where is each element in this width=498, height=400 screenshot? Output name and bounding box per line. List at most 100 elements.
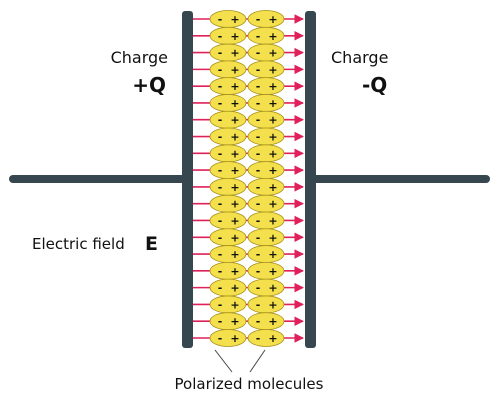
molecule-body bbox=[209, 127, 247, 146]
polarized-molecule: -+ bbox=[209, 228, 247, 247]
left-plate bbox=[182, 11, 193, 348]
negative-pole-sign: - bbox=[218, 265, 223, 278]
molecule-body bbox=[209, 161, 247, 180]
negative-pole-sign: - bbox=[256, 13, 261, 26]
negative-pole-sign: - bbox=[256, 114, 261, 127]
polarized-molecule: -+ bbox=[247, 10, 285, 28]
molecule-body bbox=[209, 228, 247, 247]
positive-pole-sign: + bbox=[230, 298, 239, 311]
molecule-body bbox=[247, 312, 285, 331]
polarized-molecule: -+ bbox=[247, 295, 285, 314]
molecule-body bbox=[247, 211, 285, 230]
positive-pole-sign: + bbox=[268, 164, 277, 177]
molecule-body bbox=[247, 127, 285, 146]
negative-pole-sign: - bbox=[218, 97, 223, 110]
molecule-body bbox=[247, 77, 285, 96]
molecule-body bbox=[209, 43, 247, 62]
polarized-molecule: -+ bbox=[247, 110, 285, 129]
positive-pole-sign: + bbox=[268, 214, 277, 227]
polarized-molecule: -+ bbox=[209, 312, 247, 331]
molecule-body bbox=[247, 295, 285, 314]
negative-pole-sign: - bbox=[256, 30, 261, 43]
negative-pole-sign: - bbox=[256, 63, 261, 76]
caption-pointer-right bbox=[249, 349, 266, 373]
molecule-body bbox=[209, 211, 247, 230]
positive-pole-sign: + bbox=[230, 315, 239, 328]
negative-pole-sign: - bbox=[256, 315, 261, 328]
molecule-body bbox=[247, 261, 285, 280]
positive-pole-sign: + bbox=[230, 214, 239, 227]
right-charge-label: Charge bbox=[331, 48, 388, 67]
polarized-molecule: -+ bbox=[209, 94, 247, 112]
polarized-molecule: -+ bbox=[209, 10, 247, 28]
positive-pole-sign: + bbox=[268, 131, 277, 144]
polarized-molecule: -+ bbox=[209, 110, 247, 129]
molecule-body bbox=[247, 60, 285, 79]
negative-pole-sign: - bbox=[218, 198, 223, 211]
negative-pole-sign: - bbox=[256, 147, 261, 160]
positive-pole-sign: + bbox=[230, 282, 239, 295]
positive-pole-sign: + bbox=[268, 181, 277, 194]
negative-pole-sign: - bbox=[256, 181, 261, 194]
positive-pole-sign: + bbox=[230, 265, 239, 278]
polarized-molecule: -+ bbox=[247, 127, 285, 146]
polarized-molecule: -+ bbox=[209, 127, 247, 146]
polarized-molecules: -+-+-+-+-+-+-+-+-+-+-+-+-+-+-+-+-+-+-+-+… bbox=[209, 10, 285, 347]
molecule-body bbox=[209, 10, 247, 28]
positive-pole-sign: + bbox=[268, 80, 277, 93]
positive-pole-sign: + bbox=[230, 181, 239, 194]
electric-field-symbol: E bbox=[145, 233, 158, 255]
polarized-molecule: -+ bbox=[209, 60, 247, 79]
positive-pole-sign: + bbox=[268, 315, 277, 328]
electric-field-label: Electric field bbox=[32, 235, 125, 253]
molecule-body bbox=[209, 94, 247, 112]
molecule-body bbox=[247, 110, 285, 129]
negative-pole-sign: - bbox=[256, 282, 261, 295]
molecule-body bbox=[247, 245, 285, 263]
caption-pointer-left bbox=[214, 349, 233, 373]
negative-pole-sign: - bbox=[218, 231, 223, 244]
polarized-molecule: -+ bbox=[209, 144, 247, 163]
molecule-body bbox=[209, 329, 247, 347]
polarized-molecule: -+ bbox=[209, 43, 247, 62]
positive-pole-sign: + bbox=[230, 13, 239, 26]
right-wire bbox=[312, 175, 490, 183]
negative-pole-sign: - bbox=[218, 214, 223, 227]
molecule-body bbox=[247, 228, 285, 247]
polarized-molecule: -+ bbox=[247, 261, 285, 280]
negative-pole-sign: - bbox=[218, 315, 223, 328]
polarized-molecule: -+ bbox=[209, 194, 247, 213]
polarized-molecule: -+ bbox=[247, 194, 285, 213]
negative-pole-sign: - bbox=[218, 248, 223, 261]
negative-pole-sign: - bbox=[218, 30, 223, 43]
molecule-body bbox=[247, 26, 285, 45]
positive-pole-sign: + bbox=[230, 164, 239, 177]
negative-pole-sign: - bbox=[256, 131, 261, 144]
negative-pole-sign: - bbox=[218, 80, 223, 93]
negative-pole-sign: - bbox=[218, 147, 223, 160]
polarized-molecule: -+ bbox=[247, 94, 285, 112]
right-charge-symbol: -Q bbox=[362, 73, 387, 97]
negative-pole-sign: - bbox=[256, 47, 261, 60]
molecule-body bbox=[247, 94, 285, 112]
positive-pole-sign: + bbox=[268, 30, 277, 43]
molecule-body bbox=[209, 245, 247, 263]
positive-pole-sign: + bbox=[230, 332, 239, 345]
negative-pole-sign: - bbox=[256, 231, 261, 244]
positive-pole-sign: + bbox=[268, 114, 277, 127]
electric-field-lines bbox=[193, 14, 304, 343]
negative-pole-sign: - bbox=[218, 164, 223, 177]
positive-pole-sign: + bbox=[268, 13, 277, 26]
positive-pole-sign: + bbox=[268, 231, 277, 244]
negative-pole-sign: - bbox=[218, 13, 223, 26]
positive-pole-sign: + bbox=[268, 47, 277, 60]
polarized-molecule: -+ bbox=[247, 161, 285, 180]
negative-pole-sign: - bbox=[256, 332, 261, 345]
molecule-body bbox=[247, 177, 285, 196]
positive-pole-sign: + bbox=[268, 63, 277, 76]
negative-pole-sign: - bbox=[256, 248, 261, 261]
negative-pole-sign: - bbox=[256, 214, 261, 227]
molecule-body bbox=[247, 43, 285, 62]
molecule-body bbox=[247, 161, 285, 180]
